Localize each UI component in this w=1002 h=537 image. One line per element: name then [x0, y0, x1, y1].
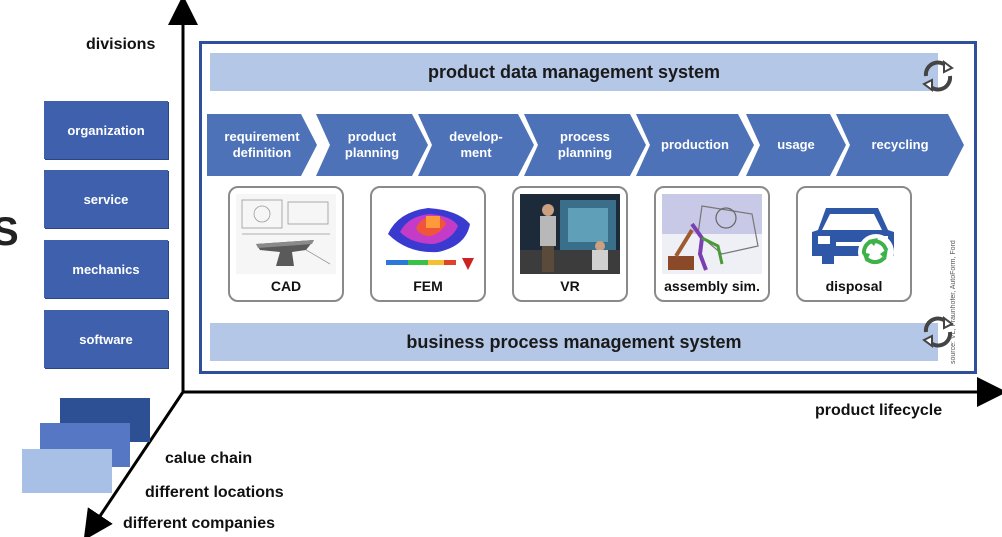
- step-label: process planning: [557, 128, 613, 160]
- vr-scene-icon: [520, 194, 620, 274]
- step-label: requirement definition: [224, 128, 300, 160]
- horizontal-axis-label: product lifecycle: [815, 402, 943, 419]
- tool-label: disposal: [825, 278, 883, 294]
- step-label: usage: [777, 136, 815, 152]
- division-organization: organization: [44, 101, 168, 159]
- tool-fem: FEM: [370, 186, 486, 302]
- layer-front: [22, 449, 112, 493]
- car-recycling-icon: [804, 194, 904, 274]
- step-label: develop- ment: [449, 128, 503, 160]
- depth-label-locations: different locations: [145, 484, 284, 501]
- source-credit: source: VL, Fraunhofer, AutoForm, Ford: [950, 240, 957, 364]
- tool-assembly-sim: assembly sim.: [654, 186, 770, 302]
- fem-simulation-icon: [378, 194, 478, 274]
- division-software: software: [44, 310, 168, 368]
- step-production: production: [636, 114, 754, 176]
- step-label: production: [661, 136, 729, 152]
- tool-vr: VR: [512, 186, 628, 302]
- cropped-glyph: S: [0, 210, 19, 254]
- division-mechanics: mechanics: [44, 240, 168, 298]
- cad-drawing-icon: [236, 194, 336, 274]
- cycle-arrows-icon: [922, 60, 954, 92]
- tool-label: VR: [560, 278, 580, 294]
- tool-disposal: disposal: [796, 186, 912, 302]
- depth-label-companies: different companies: [123, 515, 276, 532]
- step-development: develop- ment: [418, 114, 534, 176]
- depth-label-value-chain: calue chain: [165, 450, 253, 467]
- bpm-system-bar: business process management system: [210, 323, 938, 361]
- pdm-system-label: product data management system: [427, 61, 721, 82]
- assembly-simulation-icon: [662, 194, 762, 274]
- step-product-planning: product planning: [316, 114, 428, 176]
- cycle-arrows-icon-bottom: [922, 316, 954, 348]
- depth-axis: [83, 391, 185, 537]
- step-label: recycling: [871, 136, 929, 152]
- step-process-planning: process planning: [524, 114, 646, 176]
- tool-label: CAD: [270, 278, 302, 294]
- vertical-axis-label: divisions: [86, 36, 156, 53]
- step-label: product planning: [344, 128, 400, 160]
- pdm-system-bar: product data management system: [210, 53, 938, 91]
- division-service: service: [44, 170, 168, 228]
- tool-label: assembly sim.: [664, 278, 760, 294]
- step-requirement-definition: requirement definition: [207, 114, 317, 176]
- step-usage: usage: [746, 114, 846, 176]
- tool-cad: CAD: [228, 186, 344, 302]
- bpm-system-label: business process management system: [406, 331, 742, 352]
- tool-label: FEM: [413, 278, 443, 294]
- step-recycling: recycling: [836, 114, 964, 176]
